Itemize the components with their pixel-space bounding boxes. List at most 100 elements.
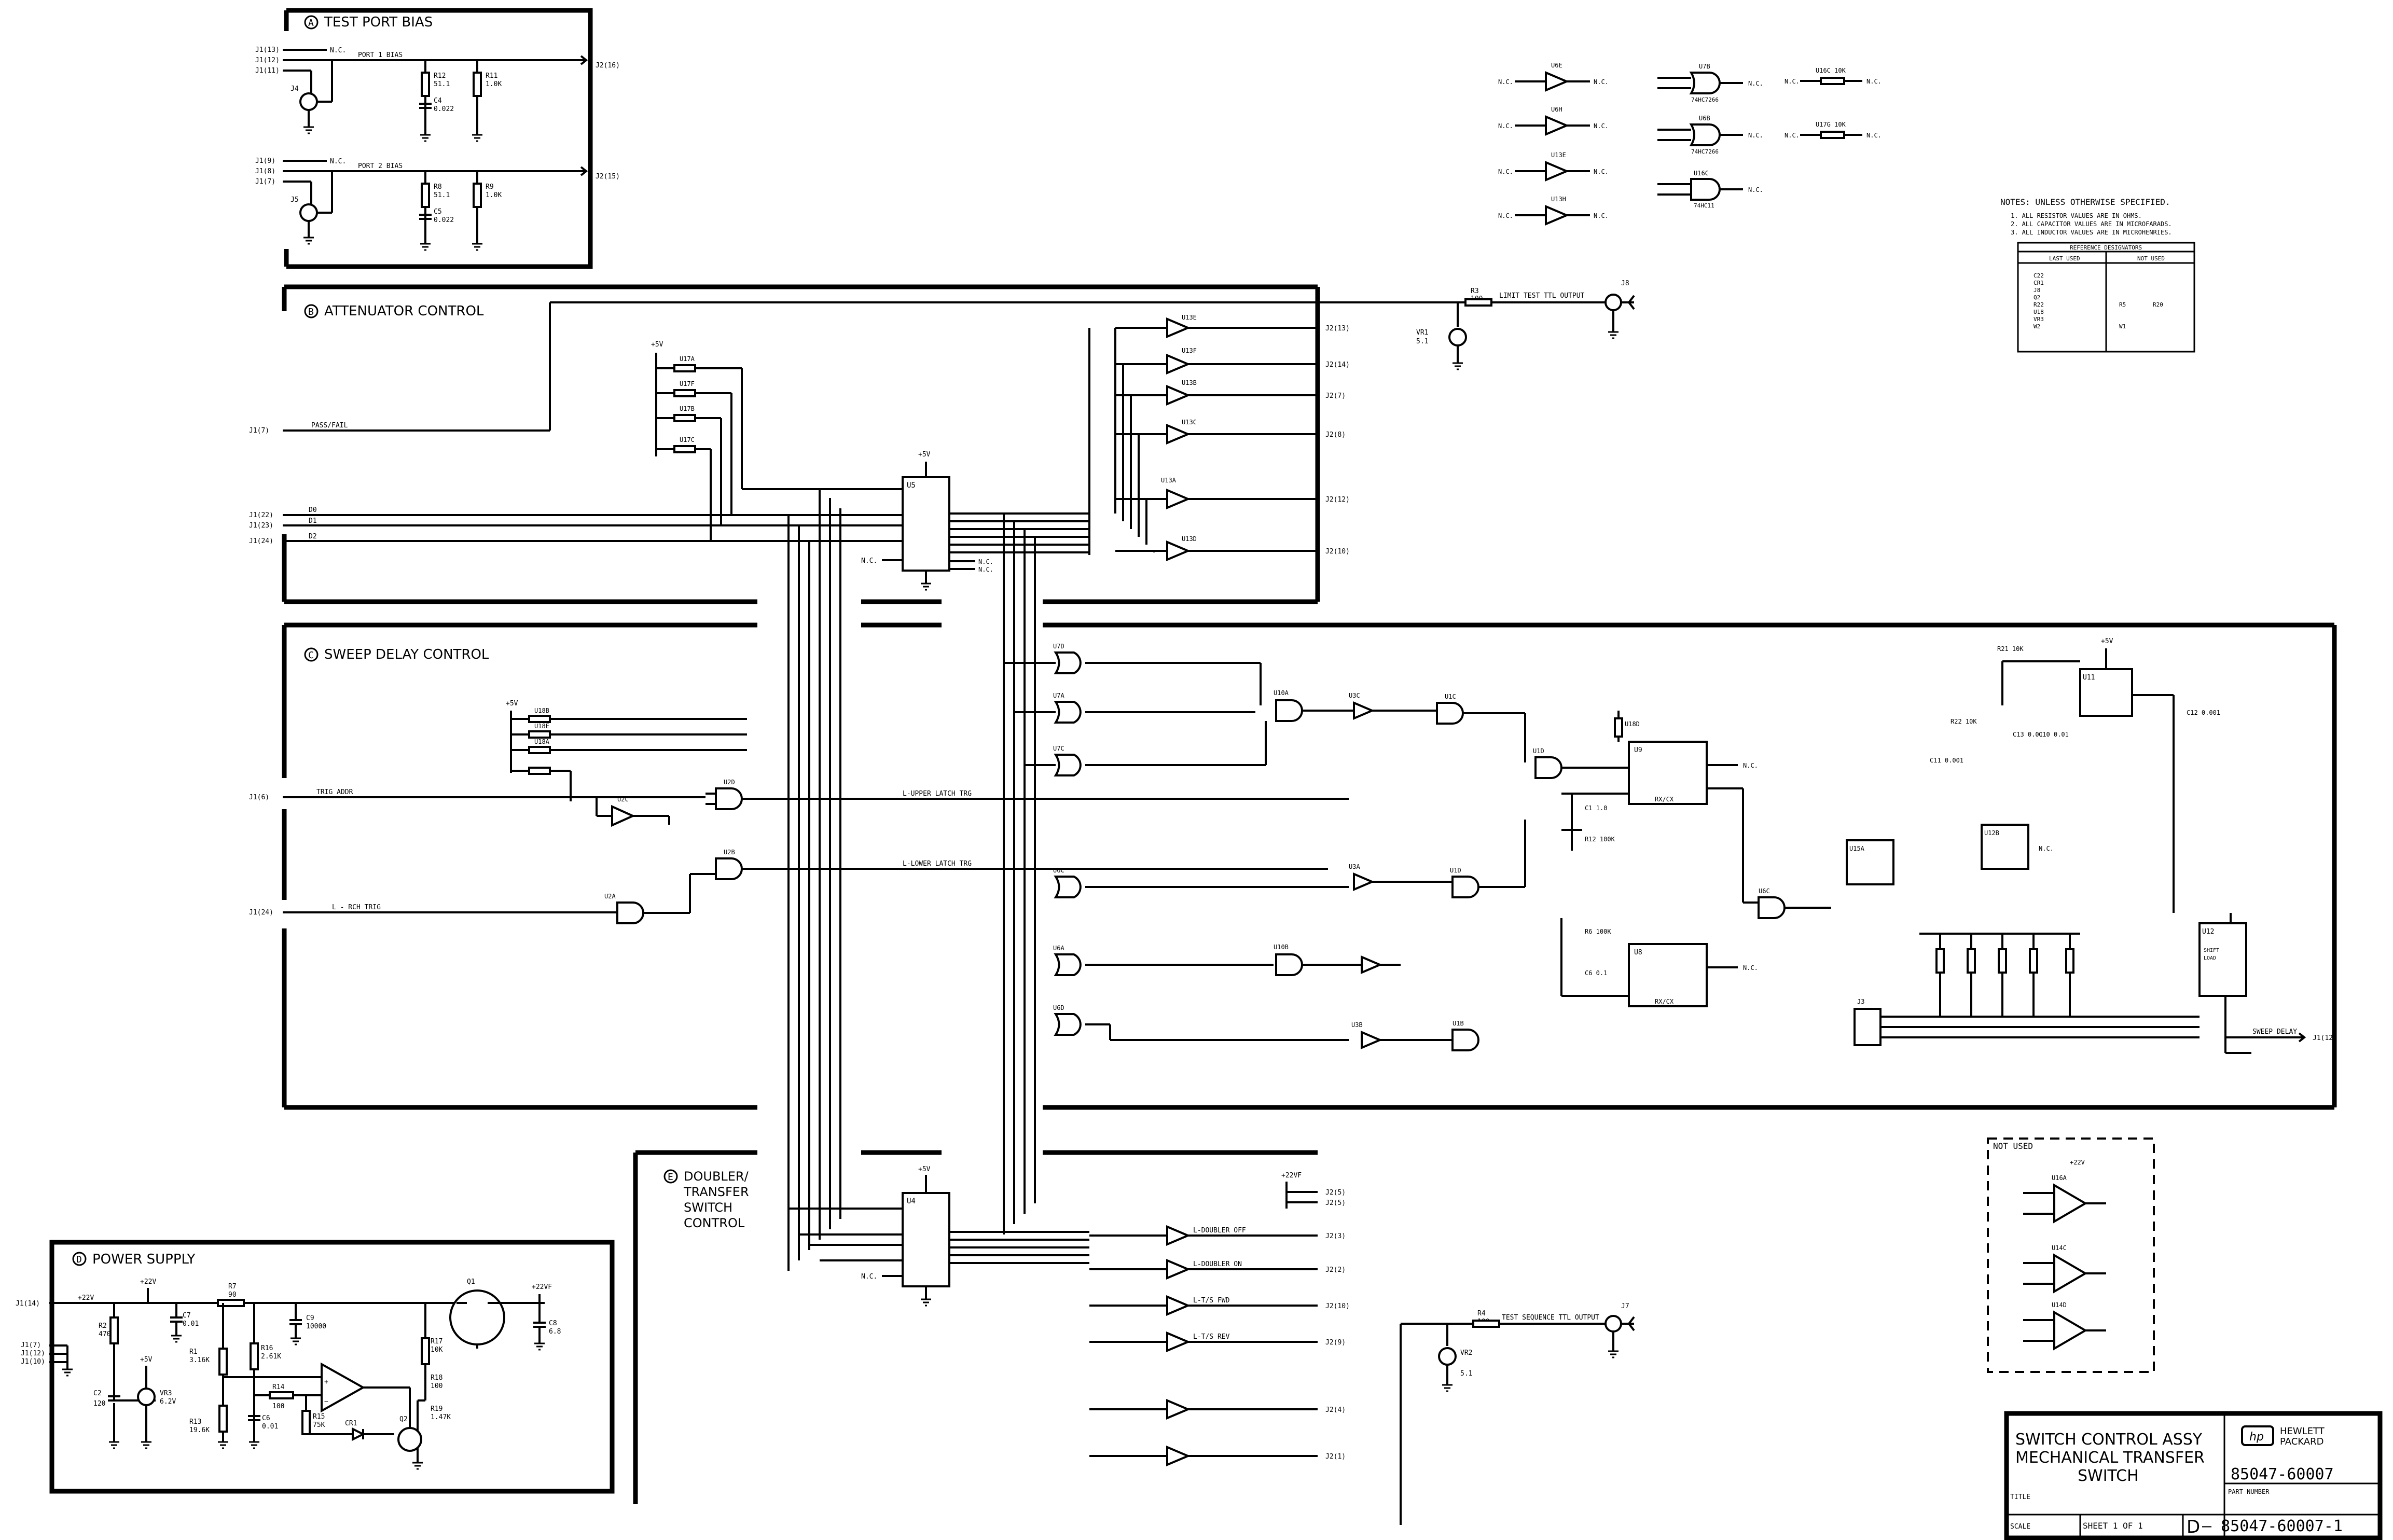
- svg-text:U3B: U3B: [1351, 1021, 1363, 1029]
- svg-text:R22 10K: R22 10K: [1951, 718, 1977, 725]
- svg-text:VR1: VR1: [1416, 329, 1428, 337]
- svg-text:J1(24): J1(24): [249, 909, 273, 917]
- svg-text:100: 100: [272, 1403, 284, 1410]
- trig-addr-label: TRIG ADDR: [316, 788, 353, 796]
- svg-text:U16A: U16A: [2052, 1174, 2067, 1182]
- svg-text:100: 100: [431, 1382, 442, 1390]
- section-attenuator-control: B ATTENUATOR CONTROL J1(7) PASS/FAIL R3 …: [249, 280, 1635, 604]
- svg-text:U2B: U2B: [724, 849, 735, 856]
- svg-text:VR3: VR3: [160, 1390, 172, 1397]
- svg-text:U17G 10K: U17G 10K: [1816, 121, 1846, 128]
- d0-label: D0: [309, 506, 317, 514]
- svg-text:U1D: U1D: [1533, 747, 1544, 755]
- j1-7-label: J1(7): [255, 178, 275, 186]
- j1-12-label: J1(12): [255, 57, 280, 64]
- svg-text:J1(22): J1(22): [249, 511, 273, 519]
- svg-text:5.1: 5.1: [1460, 1370, 1472, 1378]
- section-test-port-bias: A TEST PORT BIAS J1(13) J1(12) J1(11) N.…: [255, 8, 620, 269]
- svg-text:N.C.: N.C.: [861, 1273, 877, 1281]
- upper-latch-label: L-UPPER LATCH TRG: [903, 790, 972, 798]
- note-2: 2. ALL CAPACITOR VALUES ARE IN MICROFARA…: [2011, 220, 2172, 228]
- svg-text:J1(7): J1(7): [21, 1341, 41, 1349]
- not-used-title: NOT USED: [1993, 1141, 2033, 1151]
- size-letter: D: [2187, 1517, 2200, 1537]
- svg-text:R18: R18: [431, 1374, 442, 1382]
- svg-text:R19: R19: [431, 1405, 442, 1413]
- svg-text:N.C.: N.C.: [978, 558, 993, 565]
- title-line-3: SWITCH: [2078, 1467, 2139, 1485]
- svg-text:U2D: U2D: [724, 779, 735, 786]
- svg-text:N.C.: N.C.: [1866, 78, 1882, 85]
- section-a-title: TEST PORT BIAS: [324, 15, 433, 30]
- port2-bias-label: PORT 2 BIAS: [358, 162, 403, 170]
- svg-text:J2(10): J2(10): [1325, 548, 1350, 556]
- svg-text:U13A: U13A: [1161, 477, 1177, 484]
- title-label: TITLE: [2010, 1493, 2030, 1501]
- j1-13-label: J1(13): [255, 46, 280, 54]
- svg-text:J8: J8: [2034, 287, 2040, 294]
- u9-label: U9: [1634, 746, 1642, 754]
- svg-text:U13F: U13F: [1182, 347, 1197, 354]
- svg-text:U6D: U6D: [1053, 1004, 1064, 1011]
- svg-text:R21 10K: R21 10K: [1997, 645, 2024, 653]
- lower-latch-label: L-LOWER LATCH TRG: [903, 860, 972, 868]
- svg-text:U6A: U6A: [1053, 945, 1064, 952]
- note-1: 1. ALL RESISTOR VALUES ARE IN OHMS.: [2011, 212, 2142, 219]
- d1-label: D1: [309, 517, 317, 525]
- svg-text:R8: R8: [434, 183, 442, 191]
- svg-text:N.C.: N.C.: [861, 557, 877, 565]
- svg-text:U6B: U6B: [1699, 115, 1710, 122]
- svg-text:U7D: U7D: [1053, 643, 1064, 650]
- svg-text:R11: R11: [486, 72, 497, 80]
- svg-text:10000: 10000: [306, 1323, 326, 1330]
- svg-text:1.47K: 1.47K: [431, 1413, 451, 1421]
- part-number: 85047-60007: [2231, 1465, 2334, 1483]
- company-line-2: PACKARD: [2280, 1436, 2323, 1447]
- svg-text:J2(13): J2(13): [1325, 325, 1350, 332]
- j2-16-label: J2(16): [596, 62, 620, 70]
- sweep-delay-label: SWEEP DELAY: [2252, 1028, 2297, 1036]
- svg-text:W2: W2: [2034, 323, 2040, 330]
- svg-text:U17B: U17B: [680, 405, 695, 412]
- svg-text:Q2: Q2: [399, 1416, 408, 1423]
- doubler-on-label: L-DOUBLER ON: [1193, 1260, 1242, 1268]
- svg-text:U10B: U10B: [1274, 944, 1289, 951]
- svg-text:N.C.: N.C.: [1743, 762, 1758, 769]
- svg-text:J1(6): J1(6): [249, 794, 269, 801]
- svg-text:R20: R20: [2153, 301, 2163, 308]
- svg-text:N.C.: N.C.: [1743, 964, 1758, 972]
- svg-text:R17: R17: [431, 1338, 442, 1345]
- svg-text:N.C.: N.C.: [1498, 212, 1513, 219]
- svg-text:74HC7266: 74HC7266: [1691, 96, 1719, 103]
- svg-text:CR1: CR1: [345, 1420, 357, 1427]
- svg-text:U10A: U10A: [1274, 689, 1289, 697]
- svg-text:+22V: +22V: [140, 1278, 156, 1286]
- test-sequence-label: TEST SEQUENCE TTL OUTPUT: [1502, 1314, 1599, 1322]
- svg-text:90: 90: [228, 1291, 237, 1299]
- j1-9-label: J1(9): [255, 157, 275, 165]
- section-c-title: SWEEP DELAY CONTROL: [324, 647, 489, 662]
- svg-text:+5V: +5V: [2101, 637, 2113, 645]
- svg-text:C11 0.001: C11 0.001: [1930, 757, 1963, 764]
- section-e-letter: E: [668, 1172, 673, 1183]
- spare-gates: U6E U6H U13E U13H N.C. N.C. N.C. N.C. N.…: [1498, 62, 1882, 226]
- svg-text:J5: J5: [291, 196, 299, 204]
- svg-text:J2(9): J2(9): [1325, 1339, 1346, 1347]
- svg-text:J2(4): J2(4): [1325, 1406, 1346, 1414]
- svg-text:U3C: U3C: [1349, 692, 1360, 699]
- svg-text:U7A: U7A: [1053, 692, 1064, 699]
- svg-text:N.C.: N.C.: [1748, 80, 1763, 87]
- svg-text:R14: R14: [272, 1383, 285, 1391]
- svg-text:J2(7): J2(7): [1325, 392, 1346, 400]
- svg-text:U6E: U6E: [1551, 62, 1562, 69]
- svg-text:VR2: VR2: [1460, 1349, 1472, 1357]
- svg-text:U13E: U13E: [1551, 151, 1566, 159]
- svg-text:51.1: 51.1: [434, 80, 450, 88]
- svg-text:+22V: +22V: [2070, 1159, 2085, 1166]
- svg-text:N.C.: N.C.: [1594, 168, 1609, 175]
- svg-text:+22VF: +22VF: [1281, 1172, 1302, 1180]
- svg-text:R2: R2: [99, 1322, 107, 1330]
- section-doubler-transfer: E DOUBLER/ TRANSFER SWITCH CONTROL U4 +5…: [633, 1150, 1635, 1525]
- svg-text:R3: R3: [1471, 287, 1479, 295]
